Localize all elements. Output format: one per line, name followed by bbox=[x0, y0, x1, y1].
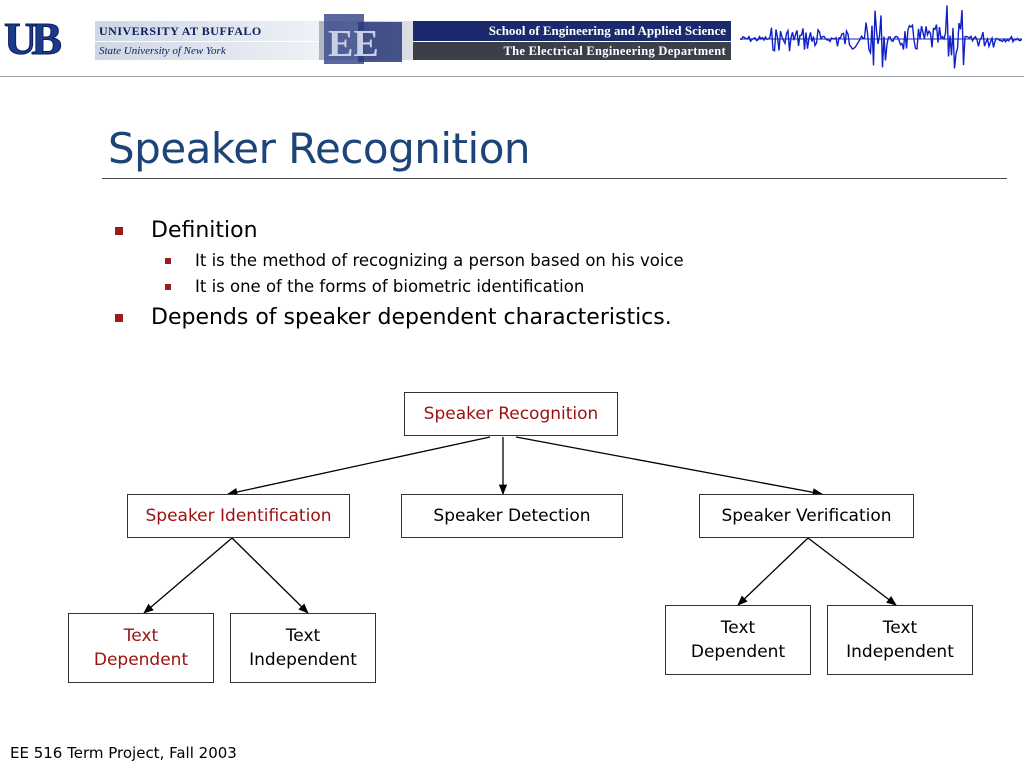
banner-divider bbox=[0, 76, 1024, 77]
node-speaker-detection: Speaker Detection bbox=[401, 494, 623, 538]
sub-bullet-biometric: It is one of the forms of biometric iden… bbox=[165, 277, 585, 296]
bullet-definition: Definition bbox=[115, 218, 258, 243]
node-id-text-dependent: Text Dependent bbox=[68, 613, 214, 683]
bullet-square-icon bbox=[115, 314, 123, 322]
svg-text:UB: UB bbox=[4, 13, 61, 62]
bullet-square-icon bbox=[165, 284, 171, 290]
arrow-verification-to-independent bbox=[807, 537, 897, 606]
school-name: School of Engineering and Applied Scienc… bbox=[413, 21, 731, 41]
arrow-root-to-verification bbox=[515, 436, 824, 497]
node-id-text-independent: Text Independent bbox=[230, 613, 376, 683]
node-ver-text-dependent: Text Dependent bbox=[665, 605, 811, 675]
title-divider bbox=[102, 178, 1007, 179]
ee-department-logo: EE bbox=[324, 14, 402, 65]
slide-title: Speaker Recognition bbox=[108, 124, 531, 173]
university-name: UNIVERSITY AT BUFFALO bbox=[95, 21, 319, 41]
arrow-root-to-identification bbox=[226, 436, 491, 497]
sub-bullet-method: It is the method of recognizing a person… bbox=[165, 251, 684, 270]
bullet-text: It is one of the forms of biometric iden… bbox=[195, 277, 585, 296]
node-speaker-identification: Speaker Identification bbox=[127, 494, 350, 538]
slide-footer: EE 516 Term Project, Fall 2003 bbox=[10, 744, 237, 762]
node-speaker-recognition: Speaker Recognition bbox=[404, 392, 618, 436]
department-name: The Electrical Engineering Department bbox=[413, 42, 731, 60]
bullet-square-icon bbox=[165, 258, 171, 264]
node-ver-text-independent: Text Independent bbox=[827, 605, 973, 675]
arrow-identification-to-dependent bbox=[143, 537, 233, 614]
state-university-name: State University of New York bbox=[95, 42, 319, 60]
bullet-depends: Depends of speaker dependent characteris… bbox=[115, 305, 672, 330]
ub-logo: UB bbox=[4, 13, 68, 63]
bullet-text: Definition bbox=[151, 218, 258, 243]
audio-waveform-image bbox=[740, 5, 1022, 69]
arrow-identification-to-independent bbox=[231, 537, 309, 614]
header-banner: UB UNIVERSITY AT BUFFALO State Universit… bbox=[0, 0, 1024, 78]
bullet-text: Depends of speaker dependent characteris… bbox=[151, 305, 672, 330]
bullet-square-icon bbox=[115, 227, 123, 235]
arrow-verification-to-dependent bbox=[737, 537, 809, 606]
bullet-text: It is the method of recognizing a person… bbox=[195, 251, 684, 270]
node-speaker-verification: Speaker Verification bbox=[699, 494, 914, 538]
svg-text:EE: EE bbox=[328, 23, 379, 65]
